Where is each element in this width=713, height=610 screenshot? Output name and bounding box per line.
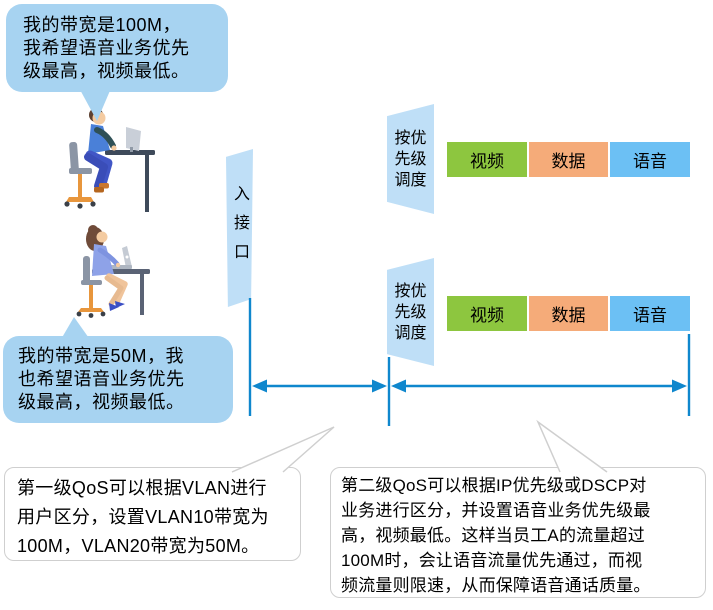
ingress-port-label: 入接口 [231, 184, 248, 272]
bubble-a-line: 我的带宽是100M， [23, 15, 182, 35]
note-line: 第二级QoS可以根据IP优先级或DSCP对 [341, 476, 647, 495]
note-line: 频流量则限速，从而保障语音通话质量。 [341, 576, 651, 595]
note-line: 100M，VLAN20带宽为50M。 [17, 536, 260, 556]
note-line: 高，视频最低。这样当员工A的流量超过 [341, 526, 645, 545]
scheduler-label-line: 先级 [394, 303, 427, 321]
queue-data-top: 数据 [529, 142, 608, 177]
arrowhead-icon [672, 379, 687, 393]
note-2-tail [536, 419, 608, 473]
first-level-qos-note: 第一级QoS可以根据VLAN进行 用户区分，设置VLAN10带宽为 100M，V… [4, 467, 301, 561]
queue-voice-bottom: 语音 [610, 296, 690, 331]
note-line: 100M时，会让语音流量优先通过，而视 [341, 551, 643, 570]
arrowhead-icon [372, 379, 387, 393]
woman-at-desk-icon [76, 225, 150, 318]
arrowhead-icon [391, 379, 406, 393]
bubble-a-line: 级最高，视频最低。 [23, 61, 190, 81]
employee-a-illustration [53, 104, 158, 221]
second-level-qos-note: 第二级QoS可以根据IP优先级或DSCP对 业务进行区分，并设置语音业务优先级最… [330, 467, 706, 598]
queue-data-bottom: 数据 [529, 296, 608, 331]
scheduler-label-line: 按优 [394, 129, 427, 147]
bubble-b-line: 级最高，视频最低。 [18, 392, 185, 412]
bubble-b-line: 我的带宽是50M，我 [18, 346, 185, 366]
bubble-b-line: 也希望语音业务优先 [18, 369, 185, 389]
queue-video-top: 视频 [447, 142, 527, 177]
queue-video-bottom: 视频 [447, 296, 527, 331]
ingress-port-panel: 入接口 [226, 149, 253, 307]
scheduler-label-line: 先级 [394, 150, 427, 168]
scheduler-label-line: 按优 [394, 282, 427, 300]
note-line: 第一级QoS可以根据VLAN进行 [17, 478, 267, 498]
scheduler-panel-top: 按优 先级 调度 [387, 104, 434, 214]
arrowhead-icon [252, 379, 267, 393]
scheduler-label-line: 调度 [394, 324, 427, 342]
queue-voice-top: 语音 [610, 142, 690, 177]
scheduler-panel-bottom: 按优 先级 调度 [387, 258, 434, 366]
employee-a-speech-bubble: 我的带宽是100M， 我希望语音业务优先 级最高，视频最低。 [6, 4, 228, 92]
note-line: 业务进行区分，并设置语音业务优先级最 [341, 501, 651, 520]
note-1-tail [231, 426, 335, 473]
employee-b-speech-bubble: 我的带宽是50M，我 也希望语音业务优先 级最高，视频最低。 [3, 336, 233, 423]
employee-b-illustration [68, 222, 168, 323]
man-at-desk-icon [64, 108, 155, 212]
note-line: 用户区分，设置VLAN10带宽为 [17, 507, 269, 527]
bubble-a-line: 我希望语音业务优先 [23, 38, 190, 58]
scheduler-label-line: 调度 [394, 171, 427, 189]
